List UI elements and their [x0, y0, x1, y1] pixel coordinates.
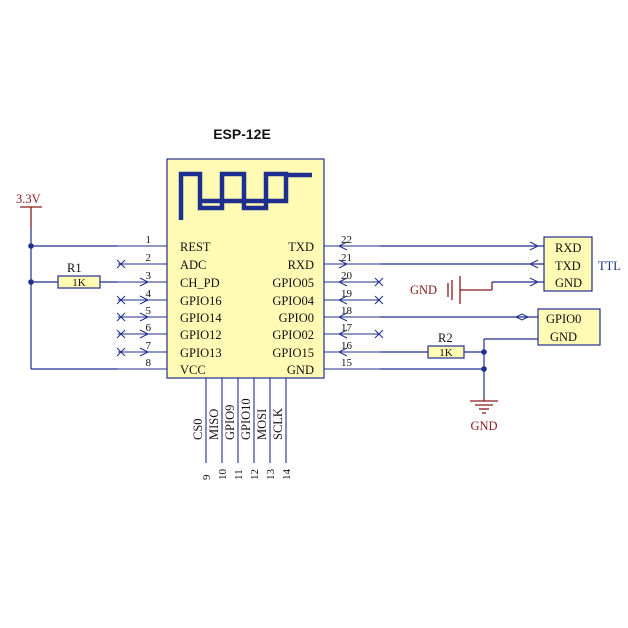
pin-number: 14	[281, 469, 293, 481]
pin-number: 19	[341, 288, 353, 300]
gnd-small-icon	[447, 276, 544, 304]
pin-label: VCC	[180, 363, 206, 377]
pin-label: CS0	[191, 418, 205, 440]
r1-resistor	[57, 275, 101, 289]
pin-label: GPIO13	[180, 346, 222, 360]
pin-label: RXD	[288, 258, 314, 272]
pin-number: 20	[341, 270, 353, 282]
pin-label: MISO	[207, 409, 221, 440]
pin-label: GND	[287, 363, 314, 377]
pin-label: GPIO02	[272, 328, 314, 342]
gpio0-connector-label: GPIO0	[546, 312, 581, 326]
junction-dot	[481, 349, 487, 355]
r2-name: R2	[438, 331, 453, 345]
pin-number: 17	[341, 322, 353, 334]
pin-number: 4	[146, 288, 152, 300]
pin-label: SCLK	[271, 408, 285, 440]
chip-title: ESP-12E	[213, 126, 271, 142]
bottom-pin-lines	[205, 378, 287, 463]
junction-dot	[481, 366, 487, 372]
power-rail-wires	[30, 228, 118, 370]
pin-number: 6	[146, 322, 152, 334]
pin-number: 3	[146, 270, 152, 282]
ttl-connector-label: GND	[555, 276, 582, 290]
pin-number: 13	[265, 469, 277, 481]
ttl-connector	[543, 236, 593, 292]
pin-number: 10	[217, 469, 229, 481]
pin-label: TXD	[288, 240, 314, 254]
junction-dot	[28, 243, 34, 249]
pin-number: 15	[341, 357, 353, 369]
pin-label: GPIO04	[272, 294, 314, 308]
ttl-connector-label: TXD	[555, 259, 581, 273]
gnd-small-label: GND	[410, 283, 437, 297]
pin-number: 22	[341, 234, 352, 246]
pin-number: 1	[146, 234, 152, 246]
pin-label: GPIO14	[180, 311, 222, 325]
pin-number: 11	[233, 469, 245, 480]
pin-label: GPIO10	[239, 398, 253, 440]
r1-value: 1K	[72, 277, 86, 289]
ttl-label: TTL	[598, 259, 621, 273]
r2-value: 1K	[439, 347, 453, 359]
pin-label: GPIO12	[180, 328, 222, 342]
ttl-connector-label: RXD	[555, 241, 581, 255]
gpio0-marker	[514, 313, 530, 321]
junction-dot	[28, 279, 34, 285]
pin-label: GPIO16	[180, 294, 222, 308]
pin-label: GPIO15	[272, 346, 314, 360]
pin-label: MOSI	[255, 409, 269, 440]
pin-number: 16	[341, 340, 353, 352]
pin-label: CH_PD	[180, 276, 220, 290]
ttl-wires	[380, 245, 544, 265]
pin-number: 5	[146, 305, 152, 317]
pin-label: GPIO9	[223, 405, 237, 440]
pin-label: GPIO0	[279, 311, 314, 325]
gpio0-connector	[537, 308, 601, 346]
pin-number: 12	[249, 469, 261, 480]
pin-number: 21	[341, 252, 352, 264]
power-label: 3.3V	[16, 192, 41, 206]
pin-number: 9	[201, 474, 213, 480]
pin-number: 8	[146, 357, 152, 369]
pin-number: 2	[146, 252, 152, 264]
pin-number: 7	[146, 340, 152, 352]
ground-icon	[470, 398, 498, 414]
gpio0-connector-label: GND	[550, 330, 577, 344]
right-pin-lines	[324, 245, 380, 370]
pin-label: ADC	[180, 258, 206, 272]
left-pin-lines	[118, 245, 167, 370]
pin-label: REST	[180, 240, 211, 254]
right-pin-markers	[337, 241, 384, 357]
gnd-label: GND	[470, 419, 497, 433]
left-pin-markers	[116, 259, 150, 357]
r1-name: R1	[67, 261, 82, 275]
pin-label: GPIO05	[272, 276, 314, 290]
pin-number: 18	[341, 305, 353, 317]
